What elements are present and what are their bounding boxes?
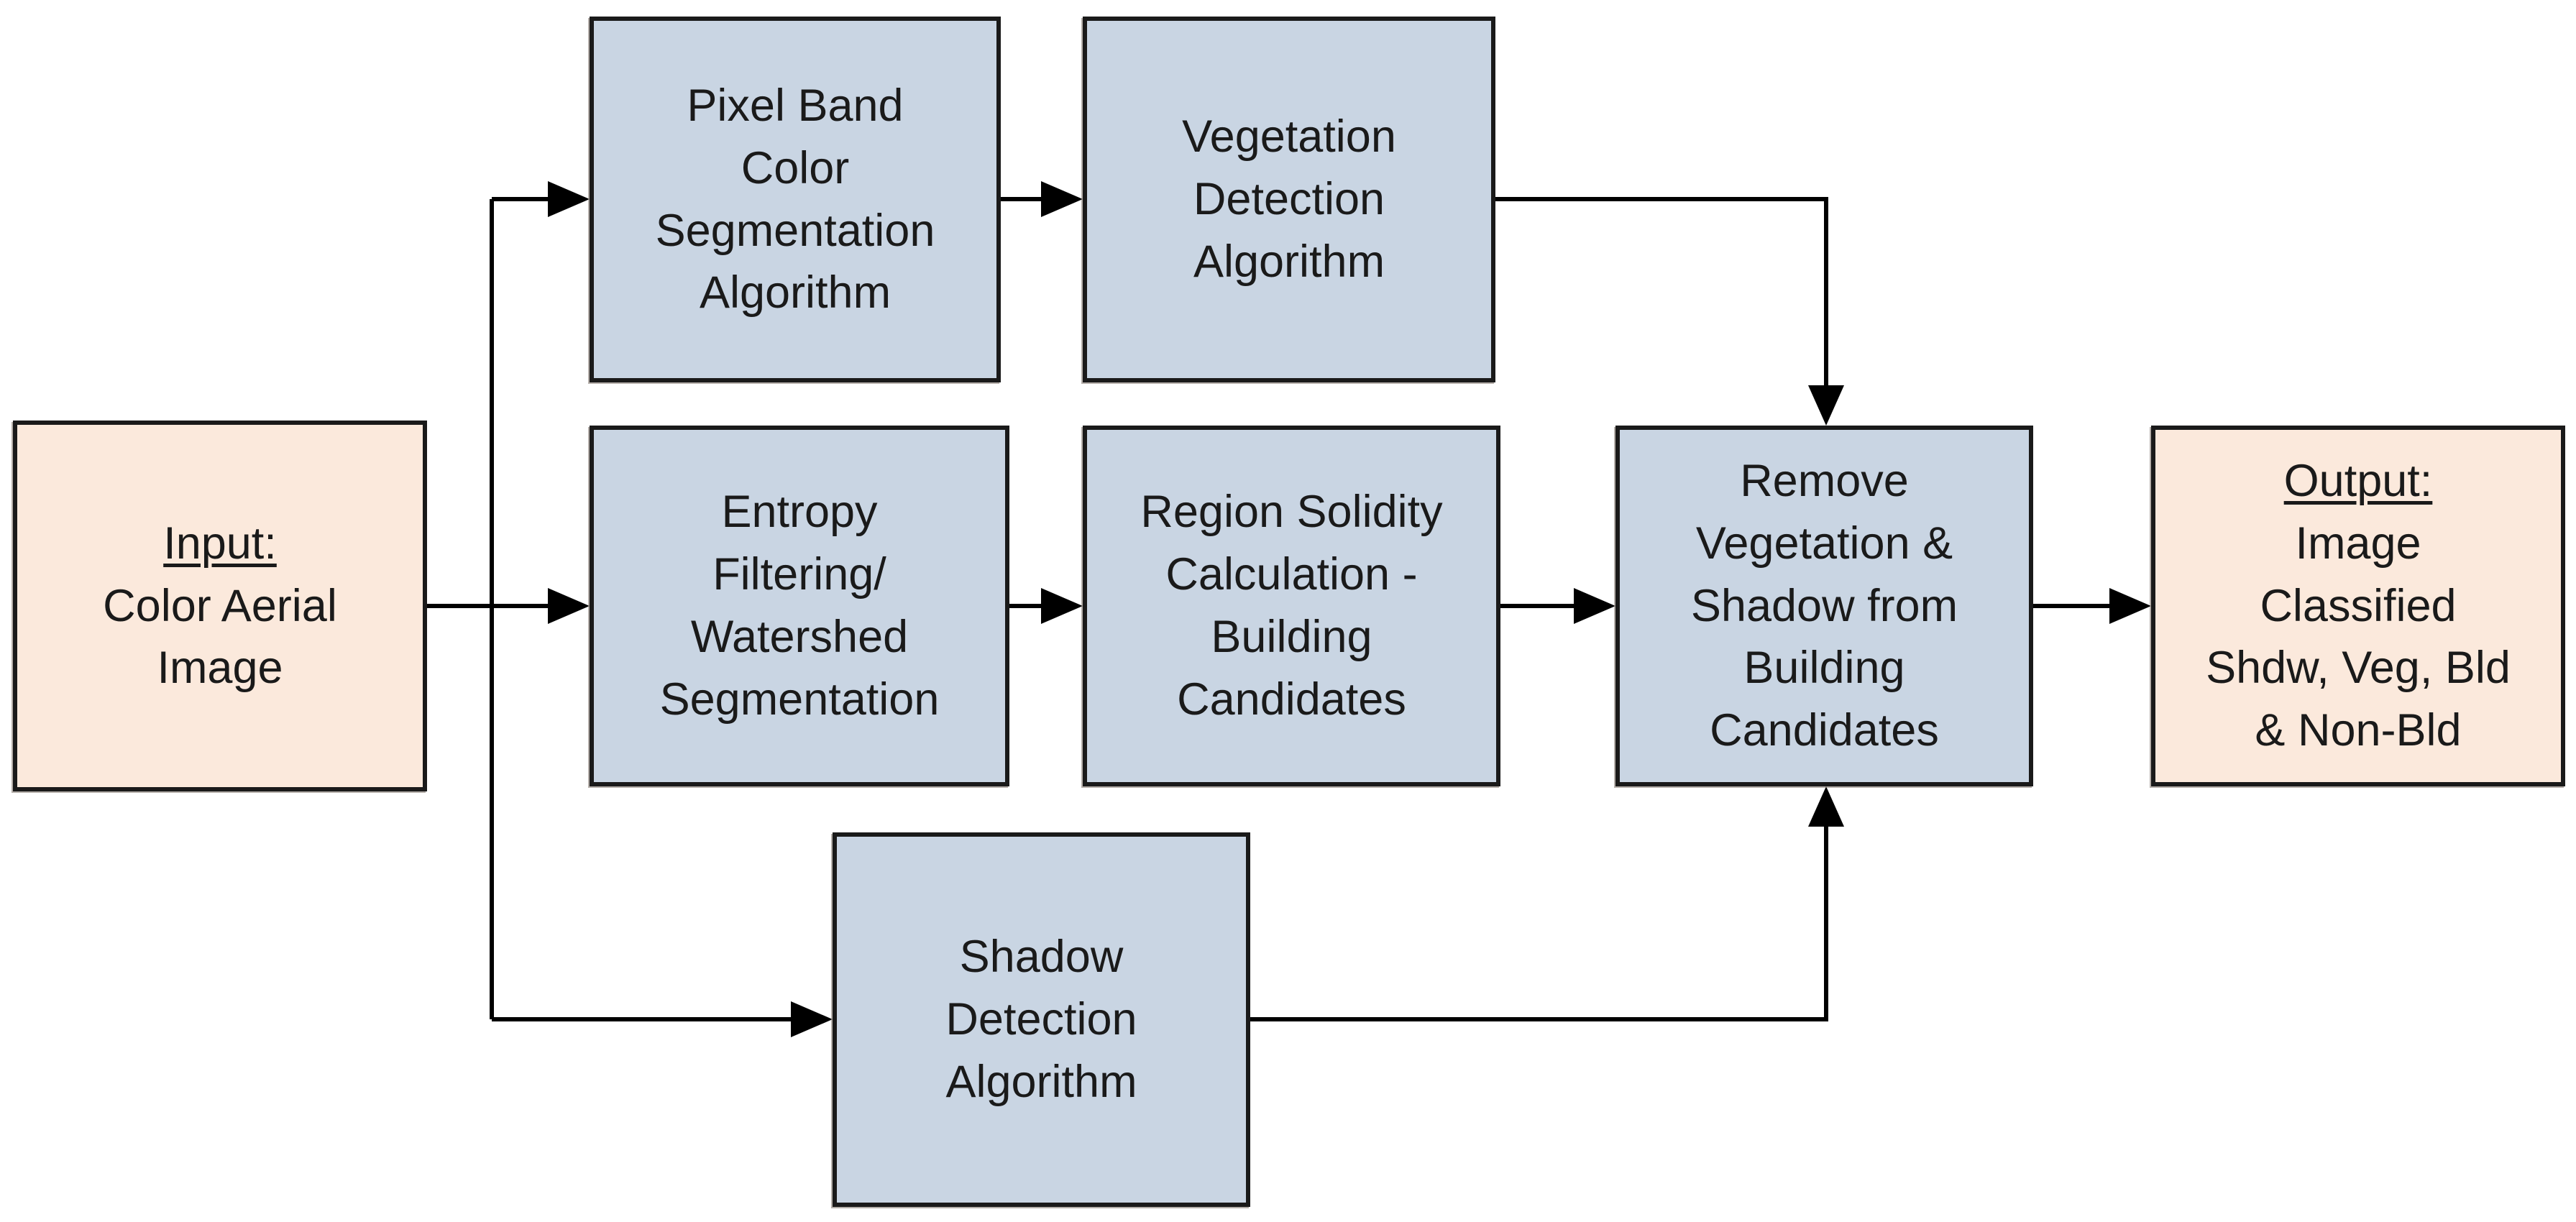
node-output-body: Image Classified Shdw, Veg, Bld & Non-Bl…: [2206, 518, 2511, 756]
node-input-body: Color Aerial Image: [103, 580, 337, 694]
node-output-title: Output:: [2283, 455, 2433, 506]
node-output: Output: Image Classified Shdw, Veg, Bld …: [2151, 426, 2565, 786]
node-entropy-body: Entropy Filtering/ Watershed Segmentatio…: [659, 487, 940, 725]
node-entropy-watershed: Entropy Filtering/ Watershed Segmentatio…: [590, 426, 1009, 786]
arrowhead-remove-bottom: [1808, 786, 1844, 827]
node-vegetation-detection: Vegetation Detection Algorithm: [1083, 17, 1495, 382]
arrow-vegetation-to-remove: [1495, 197, 1828, 387]
arrowhead-shadow: [791, 1001, 833, 1037]
node-input-title: Input:: [163, 518, 277, 569]
node-remove-veg-body: Remove Vegetation & Shadow from Building…: [1690, 455, 1958, 756]
node-pixel-band-body: Pixel Band Color Segmentation Algorithm: [655, 80, 935, 318]
arrowhead-remove-left: [1574, 588, 1615, 624]
arrowhead-region: [1041, 588, 1083, 624]
arrowhead-pixel-band: [548, 181, 590, 217]
node-shadow-detection: Shadow Detection Algorithm: [833, 832, 1250, 1207]
node-input: Input: Color Aerial Image: [13, 421, 427, 791]
node-vegetation-body: Vegetation Detection Algorithm: [1182, 111, 1396, 287]
arrowhead-entropy: [548, 588, 590, 624]
arrowhead-output: [2109, 588, 2151, 624]
arrowhead-remove-top: [1808, 385, 1844, 426]
node-remove-vegetation-shadow: Remove Vegetation & Shadow from Building…: [1615, 426, 2033, 786]
node-pixel-band-color-segmentation: Pixel Band Color Segmentation Algorithm: [590, 17, 1001, 382]
arrowhead-vegetation: [1041, 181, 1083, 217]
arrow-shadow-to-remove: [1250, 825, 1828, 1021]
node-region-solidity-body: Region Solidity Calculation - Building C…: [1140, 487, 1443, 725]
node-region-solidity: Region Solidity Calculation - Building C…: [1083, 426, 1500, 786]
node-shadow-body: Shadow Detection Algorithm: [945, 932, 1137, 1107]
